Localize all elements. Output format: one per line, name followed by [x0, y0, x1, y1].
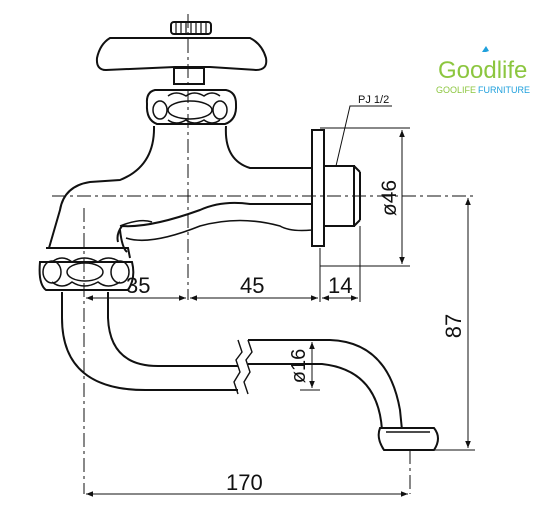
break-mark-right: [243, 339, 253, 395]
dim-ø16-label: ø16: [288, 349, 310, 383]
logo-tagline-2: FURNITURE: [478, 85, 530, 95]
dim-ø46-label: ø46: [378, 180, 401, 216]
dim-14-label: 14: [328, 273, 352, 298]
wall-flange: [311, 129, 325, 247]
thread-leader-line: [335, 105, 392, 167]
spout-inner-left: [107, 292, 238, 367]
spout-outer-left: [61, 292, 238, 392]
dim-170-label: 170: [226, 470, 263, 495]
handle-lever: [95, 37, 268, 72]
spout-outer-right: [248, 339, 403, 431]
handle-cap-ridges: [175, 23, 207, 33]
faucet-body: [48, 125, 312, 253]
thread-label: PJ 1/2: [358, 94, 389, 106]
coupling-nut: [38, 261, 135, 291]
dim-87-label: 87: [441, 314, 466, 338]
faucet-outline: [38, 21, 439, 451]
logo-brand-text: Goodlife: [438, 57, 527, 84]
break-mark-left: [233, 339, 243, 395]
dim-45-label: 45: [240, 273, 264, 298]
dimension-lines: [86, 105, 471, 497]
spout-inner-right: [248, 363, 383, 431]
coupling-top: [46, 247, 131, 259]
logo-bird-icon: [482, 46, 489, 52]
logo-tagline-1: GOOLIFE: [436, 85, 476, 95]
dim-35-label: 35: [126, 273, 150, 298]
handle-stem: [173, 67, 205, 85]
brand-logo: Goodlife GOOLIFE FURNITURE: [436, 46, 530, 95]
centerlines: [52, 14, 475, 494]
